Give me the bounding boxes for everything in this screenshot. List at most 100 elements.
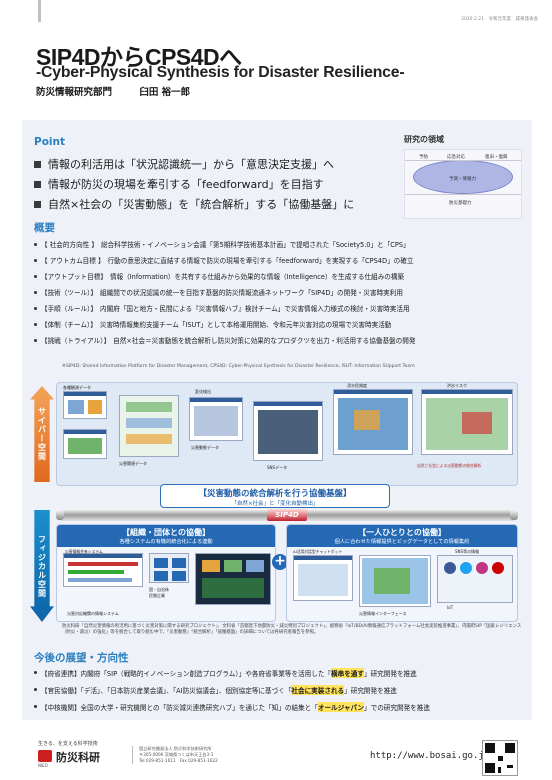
overview-item: 【アウトプット目標】情報（Information）を共有する仕組みから効果的な情… bbox=[34, 268, 524, 284]
fig-caption: 国・自治体 bbox=[149, 587, 169, 592]
abbrev-note: ※SIP4D: Shared Information Platform for … bbox=[62, 364, 415, 369]
future-item: 【官民協働】「デ活」、「日本防災産業会議」、「AI防災協議会」、個別協定等に基づ… bbox=[34, 681, 534, 698]
layer-stack bbox=[119, 395, 179, 457]
fig-caption: 災害関連データ bbox=[119, 461, 147, 466]
slogan: 生きる、を支える科学技術 bbox=[38, 741, 98, 747]
bullet-icon bbox=[34, 705, 37, 708]
bullet-icon bbox=[34, 242, 37, 246]
fig-caption: AI活用対話型チャットボット bbox=[293, 549, 343, 554]
divider bbox=[405, 194, 521, 195]
fig-caption: 災害情報インターフェース bbox=[359, 611, 407, 616]
poster-title: SIP4DからCPS4Dへ bbox=[36, 44, 242, 70]
physical-arrow: フィジカル空間 bbox=[30, 510, 54, 622]
website-link[interactable]: http://www.bosai.go.jp bbox=[370, 751, 490, 761]
cyber-panel: 各種観測データ 災害関連データ 変化検出 災害動態データ SNSデータ 浸水危険… bbox=[56, 382, 518, 486]
bullet-icon bbox=[34, 306, 37, 310]
sip4d-pipe: SIP4D bbox=[56, 509, 518, 521]
dashboard-thumb bbox=[195, 553, 271, 605]
fig-caption: 各種観測データ bbox=[63, 385, 91, 390]
overview-item: 【 アウトカム目標 】行動の意思決定に直結する情報で防災の現場を牽引する「fee… bbox=[34, 252, 524, 268]
overview-item: 【挑戦（トライアル）】自然×社会＝災害動態を統合解析し防災対策に効果的なプロダク… bbox=[34, 332, 524, 348]
sns-icons bbox=[437, 555, 513, 603]
bullet-icon bbox=[34, 290, 37, 294]
domain-label: 復旧・復興 bbox=[485, 155, 508, 160]
org-collab-header: 【組織・団体との協働】 各種システムの有機的統合化による連動 bbox=[57, 525, 275, 547]
qr-code-icon bbox=[482, 740, 518, 776]
fig-caption: 民間企業 bbox=[149, 593, 165, 598]
pipe-end bbox=[510, 510, 518, 520]
overview-item: 【技術（ツール）】組織間での状況認識の統一を目指す基盤的防災情報流通ネットワーク… bbox=[34, 284, 524, 300]
person-collab-header: 【一人ひとりとの協働】 個人に合わせた情報提供とビッグデータとしての情報集約 bbox=[287, 525, 517, 547]
bullet-icon bbox=[34, 688, 37, 691]
fig-caption: SNSデータ bbox=[267, 465, 288, 470]
domain-label: 予測・情報力 bbox=[449, 177, 476, 182]
domain-title: 研究の領域 bbox=[404, 135, 444, 144]
square-bullet-icon bbox=[34, 160, 41, 168]
org-collab-box: 【組織・団体との協働】 各種システムの有機的統合化による連動 災害情報共有システ… bbox=[56, 524, 276, 622]
poster-subtitle: -Cyber-Physical Synthesis for Disaster R… bbox=[36, 64, 405, 81]
cps-figure: サイバー空間 フィジカル空間 各種観測データ 災害関連データ 変化検出 災害動態… bbox=[30, 378, 522, 622]
overview-heading: 概要 bbox=[34, 222, 55, 234]
square-bullet-icon bbox=[34, 180, 41, 188]
future-heading: 今後の展望・方向性 bbox=[34, 652, 129, 664]
bullet-icon bbox=[34, 274, 37, 278]
research-domain: 研究の領域 予防 応急対応 復旧・復興 予測・情報力 防災基礎力 bbox=[404, 134, 522, 220]
org-name: 防災科研 bbox=[56, 751, 100, 764]
point-heading: Point bbox=[34, 136, 66, 148]
overview-item: 【手順（ルール）】内閣府「国と地方・民間による『災害情報ハブ』検討チーム」で災害… bbox=[34, 300, 524, 316]
pipe-end bbox=[56, 510, 64, 520]
future-item: 【中核機関】全国の大学・研究機関との「防災減災連携研究ハブ」を通じた「知」の結集… bbox=[34, 698, 534, 715]
person-collab-box: 【一人ひとりとの協働】 個人に合わせた情報提供とビッグデータとしての情報集約 A… bbox=[286, 524, 518, 622]
divider bbox=[405, 160, 521, 161]
fig-caption: 災害対応機関の情報システム bbox=[67, 611, 119, 616]
figure-note: 防災科研「自然災害情報の利活用に基づく災害対策に関する研究プロジェクト」、文科省… bbox=[62, 624, 522, 635]
event-meta: 2020.2.21 令和元年度 成果発表会 bbox=[461, 17, 538, 22]
fig-caption: 災害情報共有システム bbox=[65, 549, 103, 554]
fig-caption: 浸水危険度 bbox=[347, 383, 367, 388]
integration-banner: 【災害動態の統合解析を行う協働基盤】 「自然×社会」と「変化自動検出」 bbox=[160, 484, 390, 508]
bullet-icon bbox=[34, 258, 37, 262]
map-thumb bbox=[359, 555, 431, 607]
fig-caption: IoT bbox=[447, 605, 454, 610]
flood-risk-map bbox=[333, 389, 413, 455]
domain-label: 予防 bbox=[419, 155, 428, 160]
overview-list: 【 社会的方向性 】総合科学技術・イノベーション会議「第5期科学技術基本計画」で… bbox=[34, 236, 524, 348]
org-icons bbox=[149, 553, 189, 583]
domain-label: 防災基礎力 bbox=[449, 201, 472, 206]
bullet-icon bbox=[34, 322, 37, 326]
content-panel: Point 情報の利活用は「状況認識統一」から「意思決定支援」へ 情報が防災の現… bbox=[22, 120, 532, 720]
square-bullet-icon bbox=[34, 200, 41, 208]
header-accent-bar bbox=[38, 0, 41, 22]
future-list: 【府省連携】内閣府「SIP（戦略的イノベーション創造プログラム）」や各府省事業等… bbox=[34, 664, 534, 715]
author-name: 臼田 裕一郎 bbox=[139, 87, 191, 98]
cyber-arrow: サイバー空間 bbox=[30, 386, 54, 482]
fig-caption: 変化検出 bbox=[195, 389, 211, 394]
change-detect-thumb bbox=[189, 397, 243, 441]
fig-caption: 洪水リスク bbox=[447, 383, 467, 388]
point-item: 情報の利活用は「状況認識統一」から「意思決定支援」へ bbox=[34, 154, 414, 174]
overview-item: 【 社会的方向性 】総合科学技術・イノベーション会議「第5期科学技術基本計画」で… bbox=[34, 236, 524, 252]
data-thumb bbox=[63, 429, 107, 459]
plus-icon: + bbox=[272, 554, 288, 570]
domain-diagram: 予防 応急対応 復旧・復興 予測・情報力 防災基礎力 bbox=[404, 149, 522, 219]
fig-caption: SNS等の情報 bbox=[455, 549, 480, 554]
risk-map bbox=[421, 389, 513, 455]
chatbot-thumb bbox=[293, 555, 353, 601]
footer: 生きる、を支える科学技術 防災科研 NIED 国立研究開発法人 防災科学技術研究… bbox=[0, 722, 552, 780]
observation-thumb bbox=[63, 391, 107, 419]
bullet-icon bbox=[34, 338, 37, 342]
future-item: 【府省連携】内閣府「SIP（戦略的イノベーション創造プログラム）」や各府省事業等… bbox=[34, 664, 534, 681]
overview-item: 【体制（チーム）】災害時情報集約支援チーム「ISUT」として本格運用開始、令和元… bbox=[34, 316, 524, 332]
point-item: 情報が防災の現場を牽引する「feedforward」を目指す bbox=[34, 174, 414, 194]
point-item: 自然×社会の「災害動態」を「統合解析」する「協働基盤」に bbox=[34, 194, 414, 214]
sip4d-logo: SIP4D bbox=[267, 509, 307, 521]
org-en: NIED bbox=[38, 763, 48, 768]
point-list: 情報の利活用は「状況認識統一」から「意思決定支援」へ 情報が防災の現場を牽引する… bbox=[34, 154, 414, 214]
fig-caption: 自然と社会による災害動態の統合解析 bbox=[417, 463, 482, 468]
timeline-thumb bbox=[63, 553, 143, 587]
sns-thumb bbox=[253, 401, 323, 461]
fig-caption: 災害動態データ bbox=[191, 445, 219, 450]
domain-label: 応急対応 bbox=[447, 155, 465, 160]
nied-logo-icon bbox=[38, 750, 52, 762]
